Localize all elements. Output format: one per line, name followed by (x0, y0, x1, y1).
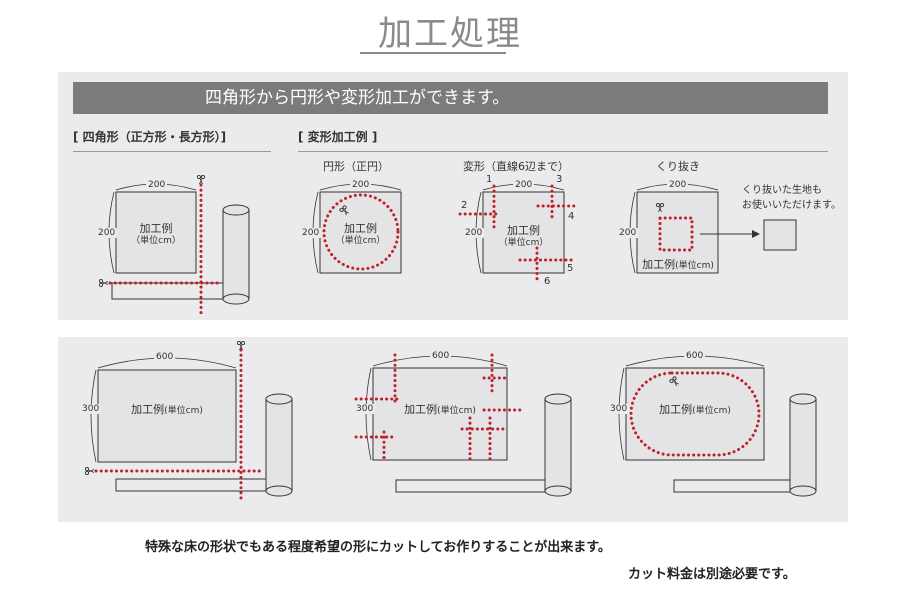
dim-width: 600 (684, 351, 706, 361)
circle-example (312, 183, 402, 274)
carpet-roll (222, 209, 250, 300)
roll-top (544, 393, 572, 405)
large-oval-example (618, 355, 817, 497)
unrolled-strip (115, 478, 271, 492)
unrolled-strip (395, 479, 556, 493)
roll-top (789, 393, 817, 405)
scissors-icon (669, 376, 679, 387)
dim-width: 600 (154, 352, 176, 362)
cutout-example (629, 183, 797, 274)
roll-bottom (789, 485, 817, 497)
dim-width: 200 (513, 180, 535, 190)
dim-width: 200 (146, 180, 168, 190)
sheet-cutout (636, 191, 719, 274)
cut-number-2: 2 (461, 200, 468, 211)
subtitle-circle: 円形（正円） (323, 160, 389, 173)
cut-number-6: 6 (544, 276, 551, 287)
roll-bottom (222, 293, 250, 305)
scissors-icon (84, 466, 95, 476)
box-label-large-oval: 加工例(単位cm) (659, 403, 731, 416)
scissors-icon (655, 202, 665, 213)
page-title: 加工処理 (378, 14, 522, 54)
dim-arc-left (365, 367, 372, 461)
roll-bottom (544, 485, 572, 497)
box-label-circle: 加工例 （単位cm） (335, 222, 386, 246)
unrolled-strip (673, 479, 796, 493)
dim-height: 200 (96, 228, 118, 238)
subtitle-irregular: 変形（直線6辺まで） (463, 160, 569, 173)
dim-height: 200 (463, 228, 485, 238)
dim-height: 300 (354, 404, 376, 414)
dim-height: 200 (300, 228, 322, 238)
large-rect-example (84, 340, 293, 500)
box-label-cutout: 加工例(単位cm) (642, 258, 714, 271)
box-label-square: 加工例 （単位cm） (131, 222, 181, 246)
large-irregular-example (354, 353, 572, 497)
box-label-large-irregular: 加工例(単位cm) (404, 403, 476, 416)
roll-bottom (265, 485, 293, 497)
dim-arc-left (618, 367, 625, 461)
dim-width: 600 (430, 351, 452, 361)
square-example (98, 174, 250, 316)
dim-height: 300 (608, 404, 630, 414)
cut-number-1: 1 (486, 174, 493, 185)
cut-square (658, 216, 694, 252)
footer-main-text: 特殊な床の形状でもある程度希望の形にカットしてお作りすることが出来ます。 (145, 540, 611, 555)
section-divider-right (298, 151, 828, 152)
scissors-icon (196, 174, 206, 185)
roll-top (222, 204, 250, 216)
title-underline (360, 52, 506, 54)
subtitle-cutout: くり抜き (656, 160, 700, 173)
cut-number-5: 5 (567, 263, 574, 274)
box-label-large: 加工例(単位cm) (131, 403, 203, 416)
roll-top (265, 393, 293, 405)
dim-width: 200 (667, 180, 689, 190)
dim-height: 200 (617, 228, 639, 238)
sheet-large-oval (625, 367, 765, 461)
section-divider-left (73, 151, 271, 152)
dim-width: 200 (350, 180, 372, 190)
sheet-large (97, 369, 237, 463)
carpet-roll (789, 398, 817, 492)
unrolled-strip (111, 282, 241, 300)
sheet-large-irregular (372, 367, 508, 461)
sheet-square (115, 191, 197, 274)
cut-number-3: 3 (556, 174, 563, 185)
cutout-piece (763, 219, 797, 251)
box-label-irregular: 加工例 （単位cm） (498, 224, 549, 248)
carpet-roll (265, 398, 293, 492)
dim-height: 300 (80, 404, 102, 414)
section-heading-square: [ 四角形（正方形・長方形）] (73, 130, 227, 144)
arrow-head-icon (752, 230, 760, 238)
dim-arc-left (90, 369, 97, 463)
scissors-icon (236, 340, 246, 351)
carpet-roll (544, 398, 572, 492)
scissors-icon (339, 205, 349, 216)
cut-circle (322, 193, 400, 271)
cut-number-4: 4 (568, 211, 575, 222)
cut-oval (629, 371, 761, 457)
scissors-icon (98, 278, 109, 288)
banner: 四角形から円形や変形加工ができます。 (73, 82, 828, 114)
section-heading-examples: [ 変形加工例 ] (298, 130, 378, 144)
footer-price-note: カット料金は別途必要です。 (628, 567, 796, 582)
cutout-note: くり抜いた生地も お使いいただけます。 (742, 185, 841, 211)
